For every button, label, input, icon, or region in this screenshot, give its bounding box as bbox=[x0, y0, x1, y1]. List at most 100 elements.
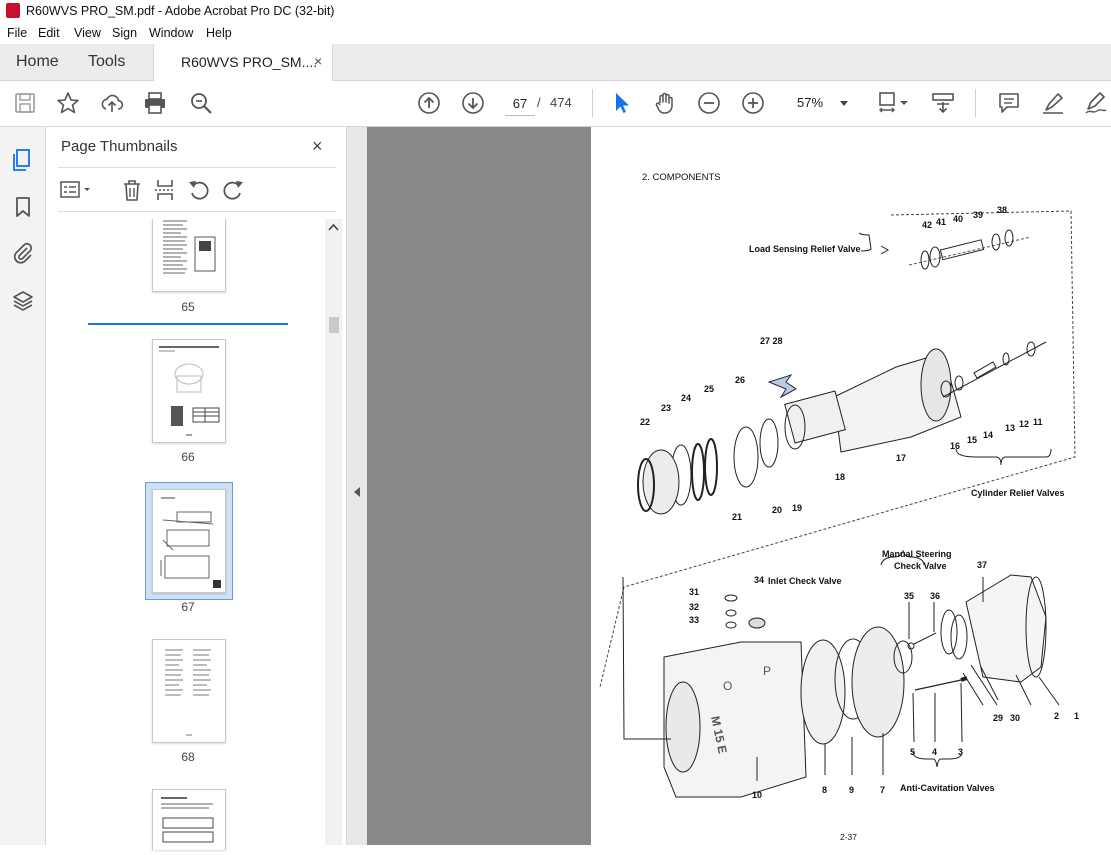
part-number: 34 bbox=[754, 575, 765, 585]
next-page-icon[interactable] bbox=[460, 90, 486, 116]
page-thumbnail-67[interactable] bbox=[152, 489, 226, 593]
zoom-in-icon[interactable] bbox=[740, 90, 766, 116]
part-number: 19 bbox=[792, 503, 803, 513]
chevron-left-icon bbox=[354, 487, 360, 497]
menu-file[interactable]: File bbox=[7, 26, 28, 40]
scrollbar-thumb[interactable] bbox=[329, 317, 339, 333]
zoom-search-icon[interactable] bbox=[188, 90, 214, 116]
part-number: 14 bbox=[983, 430, 994, 440]
exploded-parts-diagram: M 15 E O P bbox=[599, 210, 1076, 798]
rotate-clockwise-icon[interactable] bbox=[220, 177, 246, 203]
save-icon[interactable] bbox=[12, 90, 38, 116]
sign-pen-icon[interactable] bbox=[1083, 90, 1109, 116]
tab-document[interactable]: R60WVS PRO_SM.... × bbox=[153, 44, 333, 81]
label-anti-cavitation-valves: Anti-Cavitation Valves bbox=[900, 783, 995, 793]
insert-page-icon[interactable] bbox=[152, 177, 178, 203]
attachments-icon[interactable] bbox=[11, 241, 35, 265]
part-number: 12 bbox=[1019, 419, 1030, 429]
part-number: 39 bbox=[973, 210, 984, 220]
page-thumbnails-icon[interactable] bbox=[11, 148, 35, 172]
page-thumbnail-68[interactable] bbox=[152, 639, 226, 743]
part-number: 32 bbox=[689, 602, 700, 612]
tab-document-label: R60WVS PRO_SM.... bbox=[181, 54, 318, 70]
thumbnails-scrollbar[interactable] bbox=[325, 219, 342, 845]
page-thumbnail-69[interactable] bbox=[152, 789, 226, 850]
part-number: 41 bbox=[936, 217, 947, 227]
part-number: 37 bbox=[977, 560, 988, 570]
menu-bar: File Edit View Sign Window Help bbox=[0, 22, 1111, 44]
zoom-out-icon[interactable] bbox=[696, 90, 722, 116]
hand-tool-icon[interactable] bbox=[652, 90, 678, 116]
part-number: 1 bbox=[1074, 711, 1080, 721]
highlight-pen-icon[interactable] bbox=[1040, 90, 1066, 116]
part-number: 2 bbox=[1054, 711, 1060, 721]
print-icon[interactable] bbox=[142, 90, 168, 116]
upload-cloud-icon[interactable] bbox=[99, 90, 125, 116]
label-check-valve: Check Valve bbox=[894, 561, 947, 571]
close-panel-icon[interactable]: × bbox=[312, 136, 323, 156]
part-number: 17 bbox=[896, 453, 907, 463]
left-navigation-rail bbox=[0, 127, 46, 845]
part-number: 29 bbox=[993, 713, 1004, 723]
toolbar-divider bbox=[592, 89, 593, 117]
menu-window[interactable]: Window bbox=[149, 26, 194, 40]
part-number: 15 bbox=[967, 435, 978, 445]
tab-close-icon[interactable]: × bbox=[314, 53, 323, 69]
menu-view[interactable]: View bbox=[74, 26, 101, 40]
page-separator: / bbox=[537, 95, 541, 110]
section-heading: 2. COMPONENTS bbox=[642, 172, 721, 183]
select-arrow-icon[interactable] bbox=[608, 90, 634, 116]
part-number: 11 bbox=[1033, 417, 1043, 427]
page-fit-icon[interactable] bbox=[876, 90, 912, 116]
chevron-down-icon bbox=[840, 101, 848, 106]
previous-page-icon[interactable] bbox=[416, 90, 442, 116]
thumbnail-label-68: 68 bbox=[181, 750, 195, 764]
part-number: 7 bbox=[880, 785, 886, 795]
scroll-mode-icon[interactable] bbox=[930, 90, 956, 116]
part-number: 10 bbox=[752, 790, 763, 800]
insertion-indicator bbox=[88, 323, 288, 325]
part-number: 16 bbox=[950, 441, 961, 451]
total-pages: 474 bbox=[550, 95, 572, 110]
scroll-up-icon[interactable] bbox=[325, 221, 342, 235]
part-number: 31 bbox=[689, 587, 700, 597]
document-view[interactable]: 2. COMPONENTS bbox=[367, 127, 1111, 845]
svg-text:P: P bbox=[763, 664, 771, 678]
acrobat-app-icon bbox=[6, 3, 20, 18]
menu-help[interactable]: Help bbox=[206, 26, 232, 40]
part-number: 27 28 bbox=[760, 336, 783, 346]
page-thumbnail-65[interactable] bbox=[152, 219, 226, 292]
window-title: R60WVS PRO_SM.pdf - Adobe Acrobat Pro DC… bbox=[26, 4, 335, 18]
bookmark-star-icon[interactable] bbox=[55, 90, 81, 116]
label-manual-steering: Manual Steering bbox=[882, 549, 952, 559]
zoom-level-value: 57% bbox=[797, 95, 824, 110]
part-number: 24 bbox=[681, 393, 692, 403]
menu-sign[interactable]: Sign bbox=[112, 26, 138, 40]
page-number-input[interactable] bbox=[505, 91, 535, 116]
comment-icon[interactable] bbox=[996, 90, 1022, 116]
layers-icon[interactable] bbox=[11, 289, 35, 313]
delete-page-icon[interactable] bbox=[119, 177, 145, 203]
part-number: 3 bbox=[958, 747, 964, 757]
rotate-counterclockwise-icon[interactable] bbox=[186, 177, 212, 203]
part-number: 22 bbox=[640, 417, 651, 427]
menu-edit[interactable]: Edit bbox=[38, 26, 60, 40]
part-number: 5 bbox=[910, 747, 916, 757]
tab-home[interactable]: Home bbox=[16, 53, 59, 70]
part-number: 38 bbox=[997, 205, 1008, 215]
bookmarks-icon[interactable] bbox=[11, 195, 35, 219]
part-number: 25 bbox=[704, 384, 715, 394]
part-number: 20 bbox=[772, 505, 783, 515]
part-number: 30 bbox=[1010, 713, 1021, 723]
collapse-panel-handle[interactable] bbox=[346, 127, 368, 845]
thumbnail-label-66: 66 bbox=[181, 450, 195, 464]
part-number: 42 bbox=[922, 220, 933, 230]
label-inlet-check-valve: Inlet Check Valve bbox=[768, 576, 842, 586]
options-menu-icon[interactable] bbox=[58, 177, 98, 203]
svg-text:O: O bbox=[723, 679, 732, 693]
tab-tools[interactable]: Tools bbox=[88, 53, 126, 70]
page-thumbnail-66[interactable] bbox=[152, 339, 226, 443]
title-bar: R60WVS PRO_SM.pdf - Adobe Acrobat Pro DC… bbox=[0, 0, 1111, 22]
zoom-level-dropdown[interactable]: 57% bbox=[787, 90, 853, 116]
tab-bar: Home Tools R60WVS PRO_SM.... × bbox=[0, 44, 1111, 81]
